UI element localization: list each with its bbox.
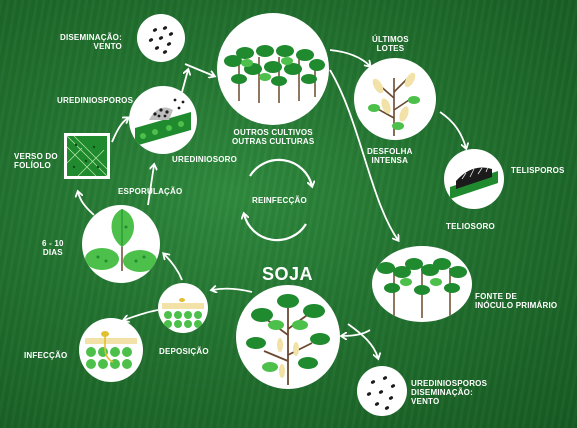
soja-title: SOJA — [262, 264, 314, 284]
arrow-fonte-to-soja — [342, 329, 371, 336]
arrow-ultimos-to-teliosoro — [439, 111, 466, 148]
infection-label: INFECÇÃO — [24, 351, 68, 360]
arrow-soja-to-bottom-spores — [347, 323, 378, 358]
primary-inoculum-label: FONTE DE INÓCULO PRIMÁRIO — [475, 292, 558, 310]
arrow-urediniosporos-to-wind — [181, 70, 188, 93]
deposition-node — [158, 283, 208, 333]
leaf-underside-label: VERSO DO FOLÍOLO — [14, 152, 58, 170]
infection-node — [79, 318, 143, 382]
urediniosporos-node — [129, 86, 197, 154]
dissem-wind-top-label: DISEMINAÇÃO: VENTO — [60, 33, 122, 51]
deposition-label: DEPOSIÇÃO — [159, 347, 209, 356]
defoliation-label: DESFOLHA INTENSA — [367, 147, 413, 165]
arrow-wind-to-plants — [184, 63, 214, 76]
reinfection-cycle-icon — [244, 158, 312, 242]
uredinioso-label: UREDINIOSORO — [172, 155, 238, 164]
soybean-plant-node — [236, 285, 340, 389]
last-lots-label: ÚLTIMOS LOTES — [372, 35, 409, 53]
teliosoro-node — [444, 149, 504, 209]
arrow-deposicao-to-6-10 — [164, 254, 183, 281]
spores-bottom-node — [357, 366, 407, 416]
reinfection-label: REINFECÇÃO — [252, 196, 307, 205]
arrow-plants-to-fonte — [329, 69, 398, 240]
arrow-esporulacao-up — [147, 165, 154, 206]
incubation-leaves-node — [82, 205, 160, 283]
sporulation-label: ESPORULAÇÃO — [118, 187, 183, 196]
arrow-deposicao-to-infeccao — [124, 309, 159, 320]
arrow-soja-to-deposicao — [212, 289, 253, 292]
other-crops-label: OUTROS CULTIVOS OUTRAS CULTURAS — [232, 128, 315, 146]
teliosoro-label: TELIOSORO — [446, 222, 495, 231]
other-crops-plants-node — [217, 13, 329, 125]
arrow-6-10-to-verso — [78, 192, 95, 216]
last-lots-node — [354, 58, 436, 140]
arrow-plants-to-ultimos — [329, 49, 370, 66]
arrow-verso-to-urediniosporos — [111, 118, 128, 143]
urediniosporos-label: UREDINIOSPOROS — [57, 96, 134, 105]
spores-bottom-label: UREDINIOSPOROS DISEMINAÇÃO: VENTO — [411, 379, 488, 406]
telisporos-label: TELISPOROS — [511, 166, 565, 175]
primary-inoculum-node — [372, 246, 472, 322]
leaf-underside-square — [64, 133, 110, 179]
spores-wind-node — [137, 14, 185, 62]
days-label: 6 - 10 DIAS — [42, 239, 64, 257]
